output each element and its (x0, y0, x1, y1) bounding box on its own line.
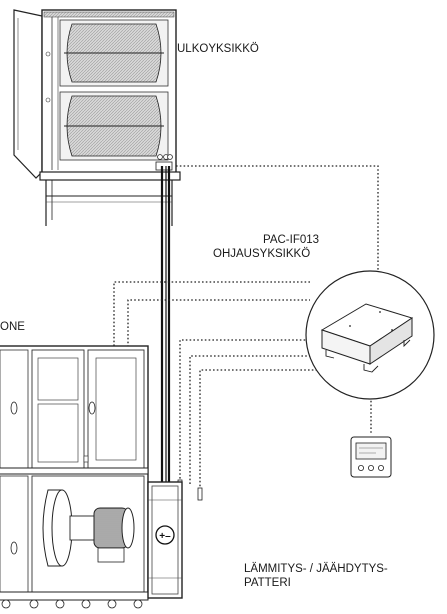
coil-label-line2: PATTERI (244, 577, 291, 589)
fan-upper (45, 19, 169, 87)
refrigerant-pipes (160, 166, 171, 490)
coil-polarity-icon (155, 525, 175, 545)
air-handling-unit-label: ONE (0, 321, 25, 333)
fan-lower (45, 91, 169, 161)
heating-cooling-coil: +– (147, 481, 183, 599)
coil-label-line1: LÄMMITYS- / JÄÄHDYTYS- (244, 563, 388, 575)
outdoor-unit (13, 9, 181, 226)
controller-unit (305, 270, 435, 400)
control-wiring (113, 165, 379, 498)
controller-name-label: OHJAUSYKSIKKÖ (213, 248, 311, 260)
coil-polarity-symbol: +– (159, 531, 171, 542)
remote-controller (350, 436, 392, 478)
outdoor-unit-label: ULKOYKSIKKÖ (177, 43, 259, 55)
supply-fan (42, 489, 135, 567)
controller-model-label: PAC-IF013 (263, 234, 320, 246)
air-handling-unit (0, 345, 149, 609)
